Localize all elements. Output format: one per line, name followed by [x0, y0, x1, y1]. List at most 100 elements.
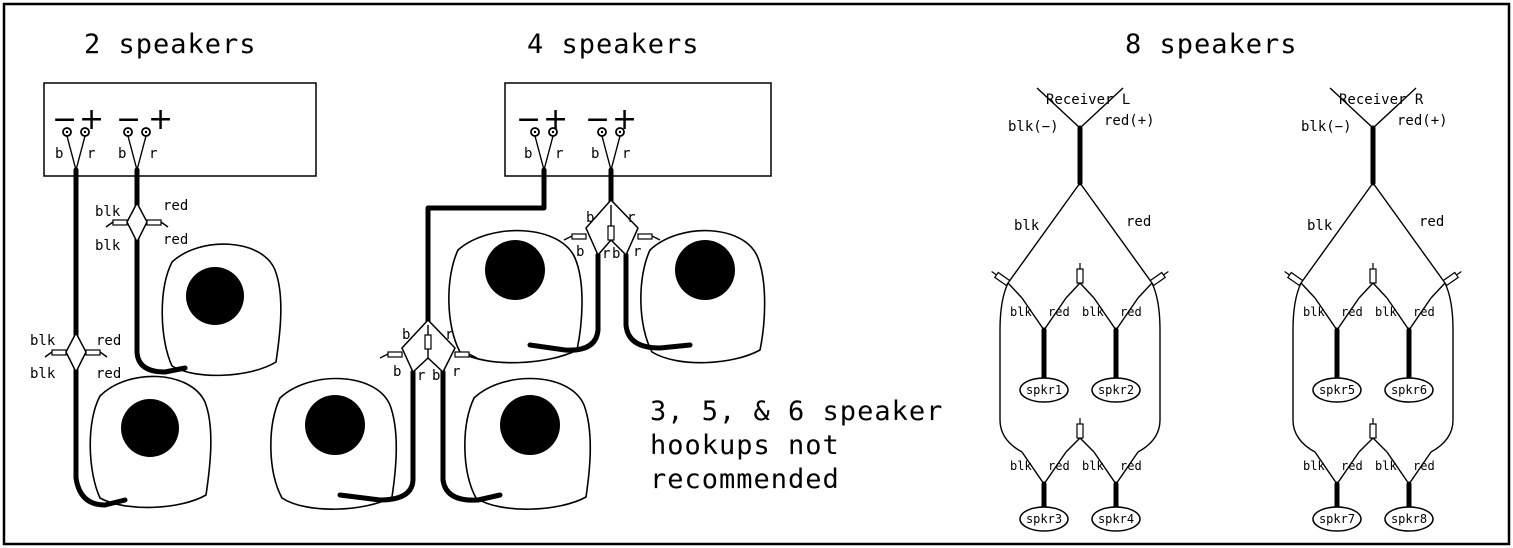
eight-left-spkr-ellipse-3 — [1091, 506, 1141, 532]
four-speakers-title: 4 speakers — [527, 29, 700, 60]
eight-right-rail-right — [1430, 282, 1454, 453]
two-terminal-posts — [62, 127, 151, 171]
eight-left-plug-right — [1149, 271, 1169, 287]
eight-left-receiver-label: Receiver L — [1046, 92, 1130, 108]
eight-left-spkr-label-0: spkr1 — [1026, 383, 1062, 397]
eight-left-rail-left — [999, 282, 1023, 453]
eight-right-link-r1 — [1430, 282, 1446, 299]
four-terminal-neg-1: − — [516, 102, 541, 137]
note-line-1: 3, 5, & 6 speaker — [650, 396, 943, 427]
eight-left-link-m2 — [1065, 437, 1095, 453]
eight-left-link-l1 — [1007, 282, 1023, 299]
two-lower-red-1: red — [96, 333, 121, 349]
two-upper-blk-1: blk — [95, 204, 121, 220]
eight-left-lower-blk-a: blk — [1010, 459, 1032, 473]
eight-right-upper-blk-b: blk — [1375, 305, 1397, 319]
eight-speakers-title: 8 speakers — [1125, 29, 1298, 60]
eight-left-plug-left — [991, 271, 1011, 287]
eight-right-main-split — [1300, 182, 1446, 284]
four-speaker-1-cone — [485, 240, 545, 300]
eight-left-spkr-ellipse-2 — [1019, 506, 1069, 532]
eight-left-upper-red-a: red — [1048, 305, 1070, 319]
note-line-3: recommended — [650, 464, 840, 495]
eight-right-plug-left — [1284, 271, 1304, 287]
four-lower-b-1: b — [402, 327, 410, 343]
eight-left-plug-mid-upper — [1076, 263, 1084, 284]
two-terminal-pos-1: + — [79, 102, 104, 137]
eight-left-neg-label: blk(−) — [1008, 119, 1059, 135]
four-upper-r-2: r — [602, 246, 610, 262]
two-connector-upper — [105, 201, 169, 244]
eight-right-plug-right — [1442, 271, 1462, 287]
four-wire-spk2 — [623, 252, 693, 351]
eight-right-spkr-ellipse-6 — [1312, 506, 1362, 532]
four-connector-upper — [563, 198, 661, 257]
eight-left-upper-blk-b: blk — [1082, 305, 1104, 319]
eight-left-rail-right — [1137, 282, 1161, 453]
four-upper-b-2: b — [576, 244, 584, 260]
eight-right-receiver-label: Receiver R — [1339, 92, 1424, 108]
two-wire-right — [134, 167, 188, 375]
four-terminal-pos-1: + — [543, 102, 568, 137]
note-line-2: hookups not — [650, 430, 840, 461]
eight-right-upper-blk-a: blk — [1303, 305, 1325, 319]
eight-right-spkr-label-5: spkr6 — [1391, 383, 1427, 397]
two-letter-r-1: r — [87, 146, 95, 162]
four-terminal-posts — [530, 127, 625, 171]
eight-right-pos-label: red(+) — [1397, 113, 1448, 129]
four-letter-b-2: b — [591, 146, 599, 162]
four-upper-r-1: r — [627, 210, 635, 226]
eight-right-spkr-label-6: spkr7 — [1319, 512, 1355, 526]
eight-left-split-blk: blk — [1014, 218, 1040, 234]
eight-right-plug-mid-upper — [1369, 263, 1377, 284]
eight-left-split-red: red — [1126, 214, 1151, 230]
four-upper-r-3: r — [633, 244, 641, 260]
four-letter-r-2: r — [622, 146, 630, 162]
two-lower-blk-2: blk — [30, 366, 56, 382]
four-lower-b-2: b — [393, 364, 401, 380]
eight-right-lower-red-b: red — [1413, 459, 1435, 473]
four-speaker-2-cone — [675, 240, 735, 300]
eight-right-spkr-ellipse-7 — [1384, 506, 1434, 532]
eight-left-spkr-label-2: spkr3 — [1026, 512, 1062, 526]
four-connector-lower — [379, 318, 478, 374]
eight-left-link-m1 — [1065, 282, 1095, 299]
eight-left-link-r1 — [1137, 282, 1153, 299]
eight-right-upper-red-a: red — [1341, 305, 1363, 319]
eight-left-spkr-label-1: spkr2 — [1098, 383, 1134, 397]
eight-right-lower-blk-a: blk — [1303, 459, 1325, 473]
eight-left-plug-mid-lower — [1076, 418, 1084, 439]
four-lower-b-3: b — [432, 368, 440, 384]
eight-right-link-m2 — [1358, 437, 1388, 453]
eight-left-upper-blk-a: blk — [1010, 305, 1032, 319]
eight-right-split-red: red — [1419, 214, 1444, 230]
two-upper-red-1: red — [163, 198, 188, 214]
two-connector-lower — [44, 331, 108, 374]
eight-left-lower-blk-b: blk — [1082, 459, 1104, 473]
eight-left-upper-red-b: red — [1120, 305, 1142, 319]
two-speaker-upper-cone — [186, 267, 244, 325]
eight-right-link-l1 — [1300, 282, 1316, 299]
two-letter-b-1: b — [55, 146, 63, 162]
eight-left-spkr-ellipse-1 — [1091, 377, 1141, 403]
two-letter-r-2: r — [149, 146, 157, 162]
two-upper-red-2: red — [163, 232, 188, 248]
eight-left-lower-red-b: red — [1120, 459, 1142, 473]
eight-right-spkr-ellipse-5 — [1384, 377, 1434, 403]
four-wire-spk1 — [527, 252, 601, 353]
eight-right-split-blk: blk — [1307, 218, 1333, 234]
eight-right-rail-left — [1292, 282, 1316, 453]
four-wire-spk3 — [337, 369, 416, 503]
eight-right-lower-blk-b: blk — [1375, 459, 1397, 473]
eight-left-spkr-label-3: spkr4 — [1098, 512, 1134, 526]
two-lower-red-2: red — [96, 366, 121, 382]
eight-left-pos-label: red(+) — [1104, 113, 1155, 129]
eight-right-spkr-ellipse-4 — [1312, 377, 1362, 403]
four-wire-spk4 — [440, 369, 503, 503]
four-lower-r-1: r — [445, 327, 453, 343]
eight-left-main-split — [1007, 182, 1153, 284]
